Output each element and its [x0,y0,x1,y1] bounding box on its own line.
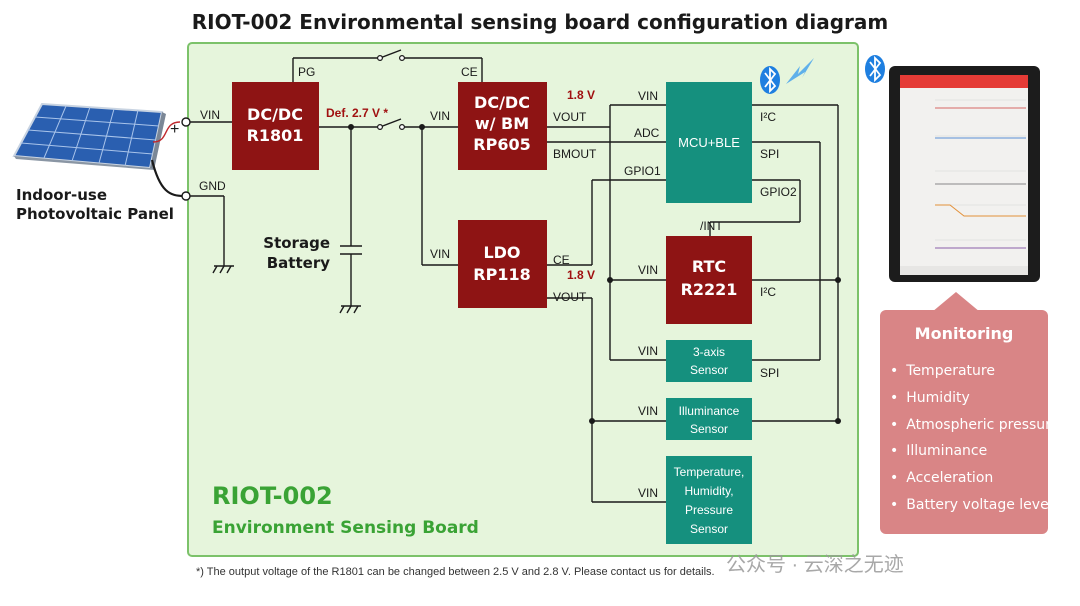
illuminance-sensor-line1: Illuminance [679,404,740,418]
ground-icon [212,265,234,274]
mcu-spi-label: SPI [760,147,779,161]
junction-dots [348,124,841,424]
monitoring-item-illuminance: Illuminance [890,438,1059,465]
tablet-icon [865,55,1040,282]
monitoring-item-battery: Battery voltage level [890,492,1059,519]
ce-pin-label: CE [461,65,478,79]
watermark: 公众号 · 云深之无迹 [726,554,904,576]
monitoring-item-temperature: Temperature [890,358,1059,385]
3-axis-sensor-line1: 3-axis [693,345,725,359]
dcdc-rp605-line1: DC/DC [474,93,530,112]
callout-pointer [932,292,980,312]
pg-pin-label: PG [298,65,315,79]
rp605-vout-label: VOUT [553,110,587,124]
monitoring-item-acceleration: Acceleration [890,465,1059,492]
mcu-int-label: /INT [700,219,723,233]
mcu-ble-block [666,82,752,203]
3-axis-sensor-block [666,340,752,382]
thp-sensor-block [666,456,752,544]
illuminance-sensor-block [666,398,752,440]
rtc-i2c-label: I²C [760,285,776,299]
ground-icon [339,305,361,314]
mcu-vin-label: VIN [638,89,658,103]
dcdc-rp605-line2: w/ BM [475,114,529,133]
solar-panel-icon [12,102,166,170]
panel-gnd-label: GND [199,179,226,193]
ldo-vout-label: VOUT [553,290,587,304]
mcu-adc-label: ADC [634,126,660,140]
board-subtitle: Environment Sensing Board [212,518,479,538]
circuit-wires [190,49,839,503]
ldo-line2: RP118 [473,265,530,284]
dcdc-rp605-line3: RP605 [473,135,530,154]
ldo-output-voltage: 1.8 V [567,268,595,282]
ldo-line1: LDO [483,243,520,262]
footnote: *) The output voltage of the R1801 can b… [196,566,715,578]
dcdc-r1801-block [232,82,319,170]
rtc-line2: R2221 [681,280,738,299]
mcu-i2c-label: I²C [760,110,776,124]
illuminance-vin-label: VIN [638,404,658,418]
thp-sensor-line4: Sensor [690,522,728,536]
ldo-rp118-block [458,220,547,308]
bluetooth-icon [865,55,885,83]
monitoring-title: Monitoring [914,324,1014,343]
mcu-label: MCU+BLE [678,135,740,150]
rp605-output-voltage: 1.8 V [567,88,595,102]
storage-label-line1: Storage [263,234,330,252]
monitoring-item-pressure: Atmospheric pressure [890,412,1059,439]
monitoring-list: Temperature Humidity Atmospheric pressur… [890,358,1059,519]
ldo-ce-label: CE [553,253,570,267]
rtc-r2221-block [666,236,752,324]
rtc-vin-label: VIN [638,263,658,277]
thp-sensor-line2: Humidity, [684,484,733,498]
thp-sensor-line3: Pressure [685,503,733,517]
wireless-signal-icon [786,58,814,84]
thp-vin-label: VIN [638,486,658,500]
dcdc-r1801-line1: DC/DC [247,105,303,124]
thp-sensor-line1: Temperature, [674,465,745,479]
rp605-vin-label: VIN [430,109,450,123]
3-axis-spi-label: SPI [760,366,779,380]
board-name: RIOT-002 [212,482,333,510]
ldo-vin-label: VIN [430,247,450,261]
dcdc-rp605-block [458,82,547,170]
3-axis-vin-label: VIN [638,344,658,358]
panel-vin-label: VIN [200,108,220,122]
panel-label-line2: Photovoltaic Panel [16,205,174,223]
bluetooth-icon [760,66,780,94]
panel-label-line1: Indoor-use [16,186,107,204]
3-axis-sensor-line2: Sensor [690,363,728,377]
diagram-title: RIOT-002 Environmental sensing board con… [191,10,889,34]
default-voltage-label: Def. 2.7 V * [326,106,388,120]
mcu-gpio1-label: GPIO1 [624,164,661,178]
mcu-gpio2-label: GPIO2 [760,185,797,199]
storage-label-line2: Battery [267,254,330,272]
switch-contacts [377,54,406,130]
dcdc-r1801-line2: R1801 [247,126,304,145]
illuminance-sensor-line2: Sensor [690,422,728,436]
rp605-bmout-label: BMOUT [553,147,597,161]
monitoring-item-humidity: Humidity [890,385,1059,412]
rtc-line1: RTC [692,257,726,276]
plus-sign: + [170,121,179,138]
monitoring-panel: Monitoring Temperature Humidity Atmosphe… [880,310,1059,534]
